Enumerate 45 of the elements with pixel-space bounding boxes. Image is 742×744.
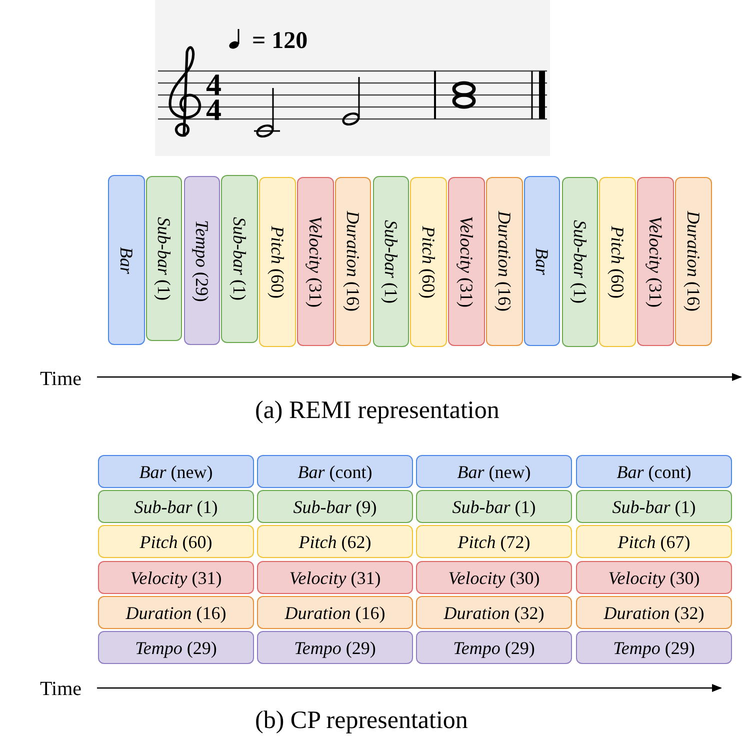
tempo-marking: = 120: [252, 29, 308, 53]
token-box: Duration (32): [416, 596, 572, 629]
token-box: Velocity (31): [637, 177, 674, 346]
token-box: Velocity (30): [576, 561, 732, 594]
token-box: Bar (cont): [576, 455, 732, 488]
token-box: Duration (32): [576, 596, 732, 629]
token-box: Duration (16): [257, 596, 413, 629]
token-box: Sub-bar (1): [98, 490, 254, 523]
token-box: Pitch (60): [599, 177, 636, 347]
token-box: Bar (new): [416, 455, 572, 488]
token-box: Bar: [108, 175, 144, 345]
token-box: Sub-bar (1): [372, 176, 410, 347]
token-box: Velocity (31): [297, 177, 334, 346]
token-box: Velocity (31): [448, 177, 485, 346]
caption: (a) REMI representation: [255, 398, 500, 423]
token-box: Tempo (29): [416, 631, 572, 664]
token-box: Bar (cont): [257, 455, 413, 488]
token-box: Duration (16): [98, 596, 254, 629]
token-box: Pitch (60): [410, 177, 447, 347]
token-box: Sub-bar (1): [146, 176, 182, 341]
token-box: Tempo (29): [98, 631, 254, 664]
token-box: Pitch (60): [98, 525, 254, 558]
token-box: Pitch (72): [416, 525, 572, 558]
token-box: Tempo (29): [257, 631, 413, 664]
token-box: Velocity (31): [257, 561, 413, 594]
token-box: Sub-bar (1): [562, 177, 598, 347]
token-box: Tempo (29): [576, 631, 732, 664]
token-box: Pitch (60): [259, 177, 296, 347]
caption: (b) CP representation: [255, 708, 468, 733]
token-box: Bar: [524, 176, 560, 346]
token-box: Velocity (31): [98, 561, 254, 594]
token-box: Sub-bar (9): [257, 490, 413, 523]
token-box: Duration (16): [675, 177, 712, 346]
token-box: Sub-bar (1): [416, 490, 572, 523]
token-box: Sub-bar (1): [576, 490, 732, 523]
token-box: Tempo (29): [184, 176, 220, 345]
token-box: Sub-bar (1): [221, 175, 258, 343]
token-box: Duration (16): [334, 177, 372, 346]
axis-label: Time: [40, 369, 82, 389]
token-box: Pitch (67): [576, 525, 732, 558]
token-box: Pitch (62): [257, 525, 413, 558]
token-box: Bar (new): [98, 455, 254, 488]
token-box: Duration (16): [486, 177, 522, 346]
token-box: Velocity (30): [416, 561, 572, 594]
axis-label: Time: [40, 679, 82, 699]
